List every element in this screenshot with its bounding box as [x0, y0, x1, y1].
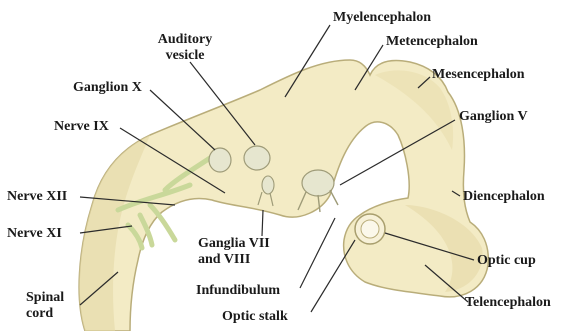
label-diencephalon: Diencephalon: [463, 189, 545, 205]
label-auditory-vesicle-line2: vesicle: [148, 48, 222, 64]
label-nerve-ix: Nerve IX: [54, 119, 109, 135]
auditory-vesicle: [244, 146, 270, 170]
label-nerve-xi: Nerve XI: [7, 226, 62, 242]
label-telencephalon: Telencephalon: [465, 295, 551, 311]
label-ganglia-vii-viii-line2: and VIII: [198, 252, 270, 268]
label-spinal-cord-line2: cord: [26, 306, 64, 322]
label-mesencephalon: Mesencephalon: [432, 67, 525, 83]
label-nerve-xii: Nerve XII: [7, 189, 67, 205]
label-myelencephalon: Myelencephalon: [333, 10, 431, 26]
label-infundibulum: Infundibulum: [196, 283, 280, 299]
label-auditory-vesicle: Auditory vesicle: [148, 32, 222, 64]
label-optic-cup: Optic cup: [477, 253, 536, 269]
label-spinal-cord: Spinal cord: [26, 290, 64, 322]
label-ganglia-vii-viii-line1: Ganglia VII: [198, 236, 270, 252]
label-auditory-vesicle-line1: Auditory: [148, 32, 222, 48]
label-ganglion-x: Ganglion X: [73, 80, 142, 96]
label-metencephalon: Metencephalon: [386, 34, 478, 50]
label-optic-stalk: Optic stalk: [222, 309, 288, 325]
label-ganglion-v: Ganglion V: [459, 109, 528, 125]
optic-cup-lens: [361, 220, 379, 238]
ganglion-x: [209, 148, 231, 172]
label-spinal-cord-line1: Spinal: [26, 290, 64, 306]
label-ganglia-vii-viii: Ganglia VII and VIII: [198, 236, 270, 268]
